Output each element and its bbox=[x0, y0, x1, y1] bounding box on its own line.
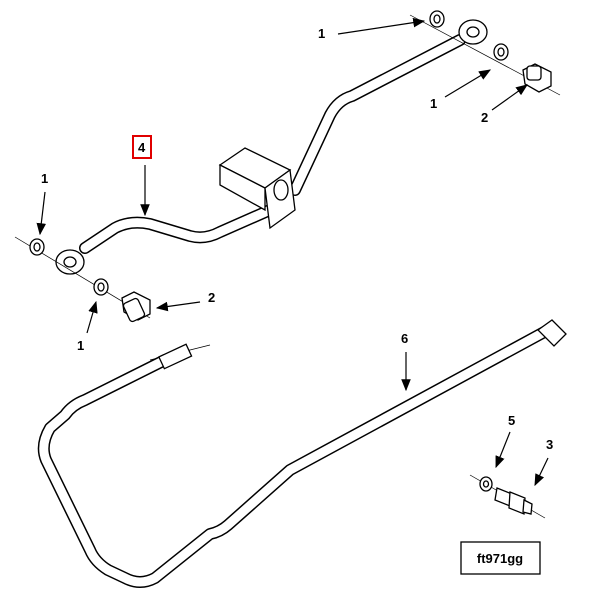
washer bbox=[493, 43, 509, 61]
washer bbox=[479, 476, 493, 492]
banjo-bolt bbox=[522, 63, 552, 93]
figure-id: ft971gg bbox=[477, 551, 523, 566]
washer bbox=[29, 238, 45, 256]
highlight-box bbox=[132, 135, 152, 159]
upper-tube bbox=[55, 19, 488, 275]
callout-arrows bbox=[36, 17, 549, 487]
figure-id-box bbox=[460, 541, 541, 575]
callout-label: 2 bbox=[481, 110, 488, 125]
callout-label: 6 bbox=[401, 331, 408, 346]
callout-label: 1 bbox=[318, 26, 325, 41]
washer bbox=[93, 278, 109, 296]
lower-tube bbox=[37, 319, 567, 588]
callout-label: 1 bbox=[430, 96, 437, 111]
callout-label-highlighted: 4 bbox=[138, 140, 146, 155]
callout-label: 5 bbox=[508, 413, 515, 428]
callout-label: 1 bbox=[41, 171, 48, 186]
washer bbox=[429, 10, 445, 28]
callout-label: 3 bbox=[546, 437, 553, 452]
banjo-bolt bbox=[121, 291, 151, 323]
callout-label: 2 bbox=[208, 290, 215, 305]
callout-label: 1 bbox=[77, 338, 84, 353]
fitting bbox=[494, 487, 533, 515]
